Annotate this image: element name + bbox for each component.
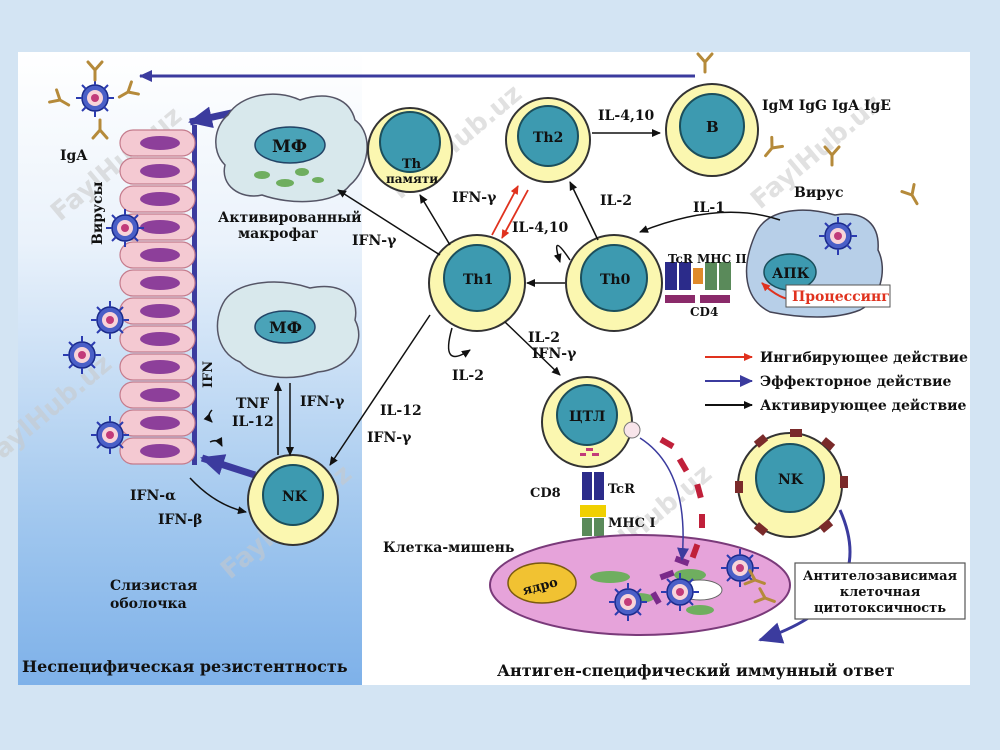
th1-cell: Th1 xyxy=(428,234,526,332)
mucosa-label-2: оболочка xyxy=(110,596,187,612)
activated-macrophage-label-2: макрофаг xyxy=(238,226,319,242)
iga-label: IgA xyxy=(60,148,88,164)
th2-cell: Th2 xyxy=(505,97,591,183)
th2-cell-label: Th2 xyxy=(533,130,563,146)
ifn-vertical-label: IFN xyxy=(201,361,216,388)
mf-top-label: МФ xyxy=(272,137,307,157)
activated-macrophage-label-1: Активированный xyxy=(218,209,362,226)
cd4-label: CD4 xyxy=(690,305,718,319)
tcr-label: TcR xyxy=(608,482,635,497)
cd8-label: CD8 xyxy=(530,486,561,501)
footer-antigen-specific-response: Антиген-специфический иммунный ответ xyxy=(497,661,895,680)
tcr-mhc2-label: TcR MHC II xyxy=(668,252,747,266)
mucosa-label-1: Слизистая xyxy=(110,578,197,594)
legend: Ингибирующее действие Эффекторное действ… xyxy=(705,349,968,414)
cytokine-il-12: IL-12 xyxy=(232,414,274,430)
antibody-icon xyxy=(758,135,785,162)
legend-item-label: Ингибирующее действие xyxy=(760,349,968,366)
th0-cell: Th0 xyxy=(565,234,663,332)
virus-icon xyxy=(75,78,115,118)
th-memory-label-1: Th xyxy=(402,157,422,172)
tcr-mhc1-receptor xyxy=(580,472,606,536)
antibody-icon xyxy=(696,52,714,74)
ctl-cell: ЦТЛ xyxy=(541,376,633,468)
cytokine-il-2: IL-2 xyxy=(600,193,632,209)
antibody-icon xyxy=(91,118,109,140)
mf-mid-label: МФ xyxy=(269,318,302,337)
antibody-icon xyxy=(48,88,74,113)
th0-cell-label: Th0 xyxy=(600,272,631,288)
processing-label: Процессинг xyxy=(792,289,890,305)
cytokine-ifn-g: IFN-γ xyxy=(367,430,412,446)
epithelium xyxy=(119,125,197,465)
cytokine-il-12: IL-12 xyxy=(380,403,422,419)
target-cell: ядро xyxy=(489,534,791,636)
th-memory-cell: Th памяти xyxy=(367,107,453,193)
cytokine-tnf: TNF xyxy=(236,396,269,412)
cytokine-ifn-b: IFN-β xyxy=(158,512,202,528)
b-cell-label: B xyxy=(706,118,719,136)
immunoglobulins-label: IgM IgG IgA IgE xyxy=(762,98,891,114)
nk-left-cell: NK xyxy=(247,454,339,546)
mhc1-label: MHC I xyxy=(608,516,656,531)
th-memory-label-2: памяти xyxy=(386,172,438,186)
cytokine-il-2: IL-2 xyxy=(452,368,484,384)
antibody-icon xyxy=(900,183,925,209)
virus-label: Вирус xyxy=(794,185,844,201)
adcc-label-2: клеточная xyxy=(840,585,921,600)
legend-item-label: Активирующее действие xyxy=(760,397,967,414)
adcc-box xyxy=(794,562,966,620)
nk-right-cell: NK xyxy=(735,429,848,538)
cytokine-ifn-g: IFN-γ xyxy=(532,346,577,362)
antibody-icon xyxy=(114,80,140,105)
tcr-mhc2-receptor xyxy=(665,262,731,303)
ctl-cell-label: ЦТЛ xyxy=(569,409,605,425)
b-cell: B xyxy=(665,83,759,177)
adcc-label-3: цитотоксичность xyxy=(814,601,946,616)
macrophage: МФ xyxy=(216,281,360,379)
apc-label: АПК xyxy=(772,266,810,282)
cytokine-il-2: IL-2 xyxy=(528,330,560,346)
footer-nonspecific-resistance: Неспецифическая резистентность xyxy=(22,657,348,676)
effector-arrow xyxy=(200,454,257,479)
target-cell-label: Клетка-мишень xyxy=(383,540,514,556)
nk-right-label: NK xyxy=(778,472,804,488)
processing-box xyxy=(785,284,891,308)
cytokine-il-4-10: IL-4,10 xyxy=(598,108,655,124)
antibody-icon xyxy=(86,60,104,82)
cytokine-ifn-a: IFN-α xyxy=(130,488,176,504)
watermark: FaylHub.uz xyxy=(0,349,118,476)
legend-item-label: Эффекторное действие xyxy=(760,373,952,390)
cytokine-il-4-10: IL-4,10 xyxy=(512,220,569,236)
activated-macrophage: МФ xyxy=(215,93,368,203)
th1-cell-label: Th1 xyxy=(463,272,493,288)
nk-left-label: NK xyxy=(282,489,308,505)
cytokine-ifn-g: IFN-γ xyxy=(452,190,497,206)
viruses-vertical-label: Вирусы xyxy=(90,181,106,245)
cytokine-ifn-g: IFN-γ xyxy=(352,233,397,249)
cytokine-ifn-g: IFN-γ xyxy=(300,394,345,410)
perforin-granules xyxy=(659,436,705,559)
adcc-label-1: Антителозависимая xyxy=(803,569,958,584)
cytokine-il-1: IL-1 xyxy=(693,200,725,216)
